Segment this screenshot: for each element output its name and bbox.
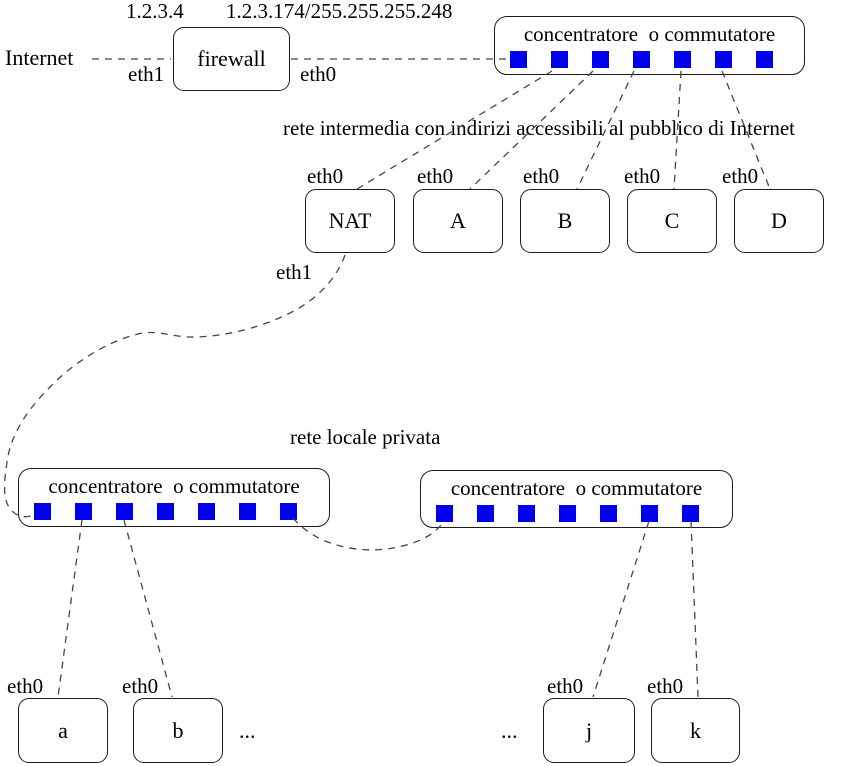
host-pa-eth0-label: eth0 bbox=[7, 674, 44, 698]
host-pb-label: b bbox=[172, 717, 184, 743]
firewall-eth1-label: eth1 bbox=[128, 62, 165, 86]
host-a-label: A bbox=[450, 208, 466, 233]
port-icon bbox=[600, 505, 617, 522]
port-icon bbox=[551, 51, 568, 68]
node-firewall: firewall bbox=[173, 27, 290, 91]
node-nat: NAT bbox=[305, 189, 395, 253]
hub-left-title: concentratore o commutatore bbox=[48, 474, 300, 498]
private-network-caption: rete locale privata bbox=[290, 425, 441, 449]
node-host-pb: b bbox=[133, 698, 223, 763]
node-hub-top: concentratore o commutatore bbox=[494, 16, 805, 75]
ellipsis-right: ... bbox=[501, 718, 518, 743]
ellipsis-left: ... bbox=[239, 718, 256, 743]
port-icon bbox=[518, 505, 535, 522]
host-d-eth0-label: eth0 bbox=[722, 164, 759, 188]
host-pj-label: j bbox=[585, 717, 593, 743]
port-icon bbox=[436, 505, 453, 522]
port-icon bbox=[157, 503, 174, 520]
wire-hub-pb bbox=[123, 519, 173, 698]
firewall-wan-ip-label: 1.2.3.4 bbox=[126, 0, 184, 23]
host-pk-eth0-label: eth0 bbox=[647, 674, 684, 698]
node-hub-private-left: concentratore o commutatore bbox=[18, 468, 330, 527]
port-icon bbox=[592, 51, 609, 68]
intermediate-network-caption: rete intermedia con indirizi accessibili… bbox=[283, 116, 795, 140]
port-icon bbox=[682, 505, 699, 522]
host-pb-eth0-label: eth0 bbox=[122, 674, 159, 698]
hub-top-title: concentratore o commutatore bbox=[523, 22, 776, 46]
wire-hub-pk bbox=[690, 520, 699, 698]
port-icon bbox=[756, 51, 773, 68]
host-a-eth0-label: eth0 bbox=[417, 164, 454, 188]
host-b-label: B bbox=[557, 208, 573, 233]
wire-hub-pa bbox=[57, 519, 83, 698]
port-icon bbox=[116, 503, 133, 520]
node-host-pk: k bbox=[651, 698, 740, 763]
port-icon bbox=[510, 51, 527, 68]
host-b-eth0-label: eth0 bbox=[523, 164, 560, 188]
port-icon bbox=[674, 51, 691, 68]
port-icon bbox=[239, 503, 256, 520]
internet-label: Internet bbox=[5, 45, 74, 70]
public-subnet-label: 1.2.3.174/255.255.255.248 bbox=[226, 0, 453, 23]
nat-node-label: NAT bbox=[328, 208, 372, 233]
host-d-label: D bbox=[771, 208, 787, 233]
port-icon bbox=[280, 503, 297, 520]
firewall-node-label: firewall bbox=[197, 46, 266, 71]
host-c-label: C bbox=[664, 208, 680, 233]
node-host-a: A bbox=[413, 189, 503, 253]
port-icon bbox=[34, 503, 51, 520]
node-host-b: B bbox=[520, 189, 610, 253]
port-icon bbox=[633, 51, 650, 68]
port-icon bbox=[198, 503, 215, 520]
nat-eth0-label: eth0 bbox=[307, 164, 344, 188]
hub-right-ports bbox=[421, 505, 732, 522]
hub-left-ports bbox=[19, 503, 329, 520]
nat-eth1-label: eth1 bbox=[276, 260, 313, 284]
firewall-eth0-label: eth0 bbox=[300, 62, 337, 86]
port-icon bbox=[559, 505, 576, 522]
host-pk-label: k bbox=[690, 717, 701, 743]
host-pj-eth0-label: eth0 bbox=[547, 674, 584, 698]
port-icon bbox=[715, 51, 732, 68]
node-hub-private-right: concentratore o commutatore bbox=[420, 470, 733, 528]
node-host-d: D bbox=[734, 189, 824, 253]
node-host-c: C bbox=[627, 189, 717, 253]
port-icon bbox=[641, 505, 658, 522]
host-pa-label: a bbox=[58, 717, 68, 743]
wire-hub-pj bbox=[592, 520, 650, 698]
port-icon bbox=[477, 505, 494, 522]
hub-right-title: concentratore o commutatore bbox=[450, 476, 703, 500]
node-host-pj: j bbox=[543, 698, 635, 763]
port-icon bbox=[75, 503, 92, 520]
node-host-pa: a bbox=[18, 698, 108, 763]
host-c-eth0-label: eth0 bbox=[624, 164, 661, 188]
hub-top-ports bbox=[495, 51, 804, 68]
